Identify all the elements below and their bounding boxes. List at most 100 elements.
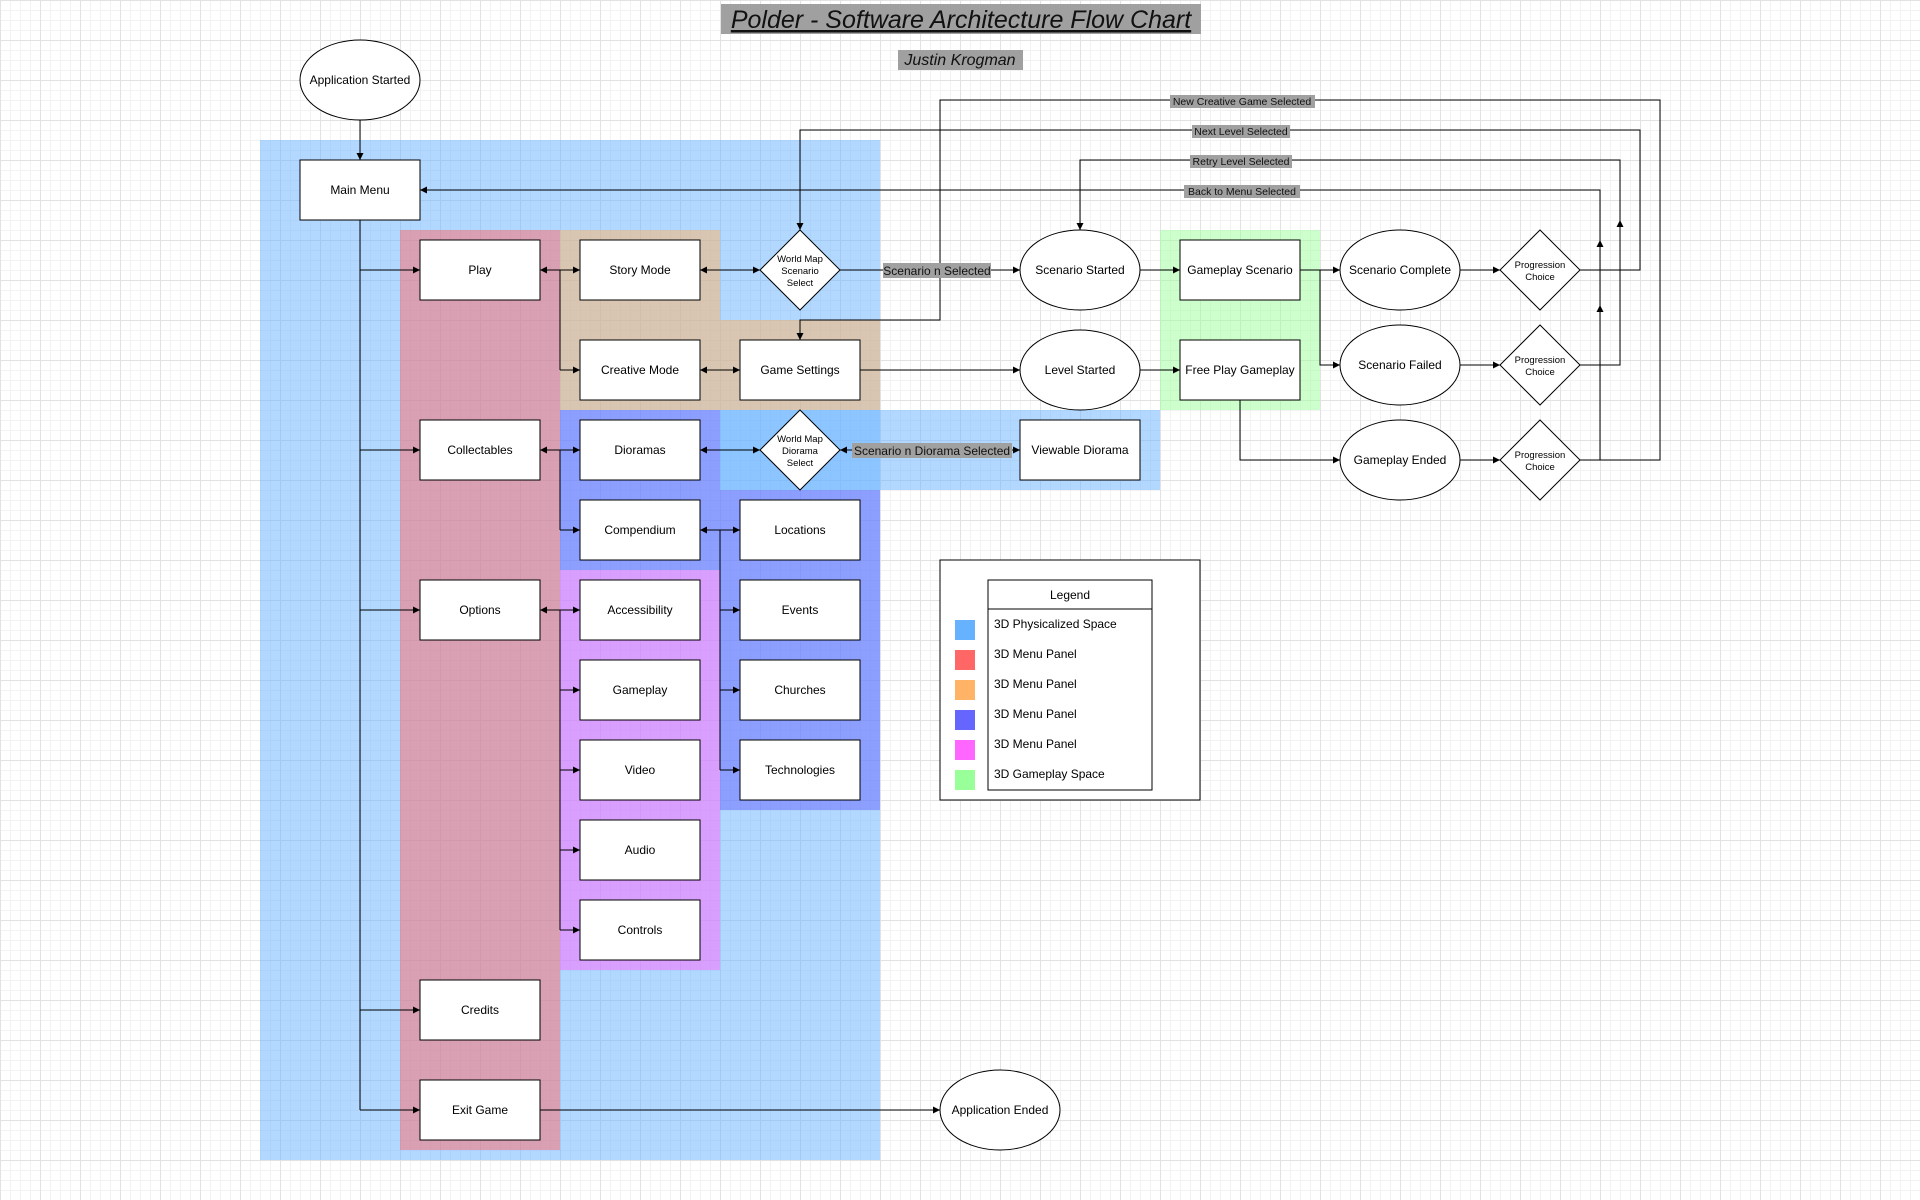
- node-compendium[interactable]: Compendium: [579, 499, 701, 561]
- node-play-label: Play: [468, 263, 491, 277]
- node-application-ended-label: Application Ended: [952, 1103, 1049, 1117]
- legend-swatch-gameplay: [955, 770, 975, 790]
- node-scenario-complete-label: Scenario Complete: [1349, 263, 1451, 277]
- page-title: Polder - Software Architecture Flow Char…: [731, 6, 1192, 34]
- node-accessibility-label: Accessibility: [607, 603, 672, 617]
- node-scenario-started[interactable]: Scenario Started: [1019, 229, 1141, 311]
- node-compendium-label: Compendium: [604, 523, 675, 537]
- edge-label-next-level-bg: [1192, 125, 1290, 138]
- node-scenario-started-label: Scenario Started: [1035, 263, 1124, 277]
- node-game-settings[interactable]: Game Settings: [739, 339, 861, 401]
- node-gameplay-scenario[interactable]: Gameplay Scenario: [1179, 239, 1301, 301]
- node-world-map-scenario-line-2: Scenario: [781, 266, 819, 277]
- node-game-settings-label: Game Settings: [760, 363, 839, 377]
- node-accessibility[interactable]: Accessibility: [579, 579, 701, 641]
- node-scenario-complete[interactable]: Scenario Complete: [1339, 229, 1461, 311]
- node-gameplay-ended[interactable]: Gameplay Ended: [1339, 419, 1461, 501]
- node-level-started[interactable]: Level Started: [1019, 329, 1141, 411]
- edge-label-retry-level-bg: [1190, 155, 1292, 168]
- node-controls[interactable]: Controls: [579, 899, 701, 961]
- node-options[interactable]: Options: [419, 579, 541, 641]
- node-events[interactable]: Events: [739, 579, 861, 641]
- node-main-menu-label: Main Menu: [330, 183, 389, 197]
- node-application-started[interactable]: Application Started: [299, 39, 421, 121]
- legend-label-menu-pink: 3D Menu Panel: [994, 737, 1077, 751]
- node-progression-choice-ended[interactable]: Progression Choice: [1499, 419, 1581, 501]
- node-collectables[interactable]: Collectables: [419, 419, 541, 481]
- node-gameplay-scenario-label: Gameplay Scenario: [1187, 263, 1293, 277]
- legend-label-menu-orange: 3D Menu Panel: [994, 677, 1077, 691]
- node-locations[interactable]: Locations: [739, 499, 861, 561]
- legend-swatch-menu-blue: [955, 710, 975, 730]
- node-dioramas-label: Dioramas: [614, 443, 665, 457]
- node-play[interactable]: Play: [419, 239, 541, 301]
- node-application-ended[interactable]: Application Ended: [939, 1069, 1061, 1151]
- node-world-map-diorama-line-3: Select: [787, 458, 814, 469]
- node-credits[interactable]: Credits: [419, 979, 541, 1041]
- node-dioramas[interactable]: Dioramas: [579, 419, 701, 481]
- node-video-label: Video: [625, 763, 656, 777]
- node-main-menu[interactable]: Main Menu: [299, 159, 421, 221]
- title-highlight: [721, 4, 1201, 34]
- node-application-started-label: Application Started: [310, 73, 411, 87]
- legend-swatch-menu-red: [955, 650, 975, 670]
- edge-label-diorama-selected: Scenario n Diorama Selected: [854, 444, 1010, 458]
- author-name: Justin Krogman: [903, 52, 1015, 69]
- node-credits-label: Credits: [461, 1003, 499, 1017]
- node-world-map-scenario-select[interactable]: World Map Scenario Select: [759, 229, 841, 311]
- node-events-label: Events: [782, 603, 819, 617]
- edge-label-back-to-menu-bg: [1184, 185, 1300, 198]
- node-world-map-scenario-line-1: World Map: [777, 254, 823, 265]
- edge-label-next-level: Next Level Selected: [1194, 126, 1288, 138]
- node-progression-choice-ended-line-1: Progression: [1515, 450, 1566, 461]
- legend-swatch-menu-pink: [955, 740, 975, 760]
- legend-swatch-menu-orange: [955, 680, 975, 700]
- node-viewable-diorama[interactable]: Viewable Diorama: [1019, 419, 1141, 481]
- node-gameplay-ended-label: Gameplay Ended: [1354, 453, 1447, 467]
- node-collectables-label: Collectables: [447, 443, 512, 457]
- node-churches[interactable]: Churches: [739, 659, 861, 721]
- legend-label-menu-blue: 3D Menu Panel: [994, 707, 1077, 721]
- edge-label-retry-level: Retry Level Selected: [1193, 156, 1290, 168]
- legend-label-physicalized: 3D Physicalized Space: [994, 617, 1117, 631]
- edge-label-layer: New Creative Game Selected Next Level Se…: [852, 95, 1315, 458]
- node-technologies-label: Technologies: [765, 763, 835, 777]
- legend-label-menu-red: 3D Menu Panel: [994, 647, 1077, 661]
- edge-label-diorama-selected-bg: [852, 443, 1012, 458]
- node-free-play-gameplay-label: Free Play Gameplay: [1185, 363, 1294, 377]
- node-progression-choice-failed-line-1: Progression: [1515, 355, 1566, 366]
- edge-label-back-to-menu: Back to Menu Selected: [1188, 186, 1296, 198]
- edge-label-scenario-selected: Scenario n Selected: [883, 264, 990, 278]
- edge-label-new-creative-bg: [1170, 95, 1315, 108]
- legend-swatch-physicalized: [955, 620, 975, 640]
- node-gameplay[interactable]: Gameplay: [579, 659, 701, 721]
- node-viewable-diorama-label: Viewable Diorama: [1031, 443, 1128, 457]
- edge-label-scenario-selected-bg: [883, 263, 991, 278]
- node-story-mode-label: Story Mode: [609, 263, 671, 277]
- legend-inner-frame: [987, 579, 1153, 791]
- node-progression-choice-complete-line-1: Progression: [1515, 260, 1566, 271]
- node-scenario-failed-label: Scenario Failed: [1358, 358, 1441, 372]
- legend: Legend 3D Physicalized Space 3D Menu Pan…: [939, 559, 1201, 801]
- node-story-mode[interactable]: Story Mode: [579, 239, 701, 301]
- node-world-map-diorama-select[interactable]: World Map Diorama Select: [759, 409, 841, 491]
- node-creative-mode[interactable]: Creative Mode: [579, 339, 701, 401]
- node-creative-mode-label: Creative Mode: [601, 363, 679, 377]
- node-gameplay-label: Gameplay: [613, 683, 668, 697]
- node-technologies[interactable]: Technologies: [739, 739, 861, 801]
- author-highlight: [898, 50, 1023, 70]
- node-world-map-diorama-line-1: World Map: [777, 434, 823, 445]
- node-progression-choice-complete-line-2: Choice: [1525, 272, 1555, 283]
- node-exit-game[interactable]: Exit Game: [419, 1079, 541, 1141]
- node-progression-choice-complete[interactable]: Progression Choice: [1499, 229, 1581, 311]
- node-progression-choice-failed-line-2: Choice: [1525, 367, 1555, 378]
- node-churches-label: Churches: [774, 683, 825, 697]
- node-video[interactable]: Video: [579, 739, 701, 801]
- node-scenario-failed[interactable]: Scenario Failed: [1339, 324, 1461, 406]
- node-progression-choice-failed[interactable]: Progression Choice: [1499, 324, 1581, 406]
- node-free-play-gameplay[interactable]: Free Play Gameplay: [1179, 339, 1301, 401]
- node-audio[interactable]: Audio: [579, 819, 701, 881]
- node-options-label: Options: [459, 603, 500, 617]
- node-locations-label: Locations: [774, 523, 825, 537]
